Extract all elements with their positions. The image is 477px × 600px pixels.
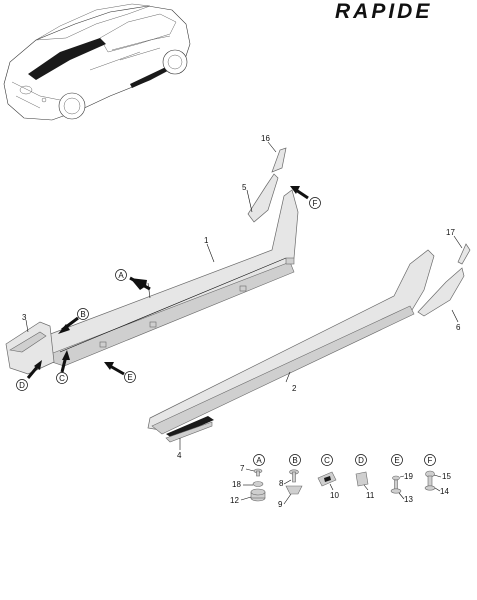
svg-text:19: 19 [404, 472, 413, 481]
svg-text:B: B [80, 310, 85, 319]
svg-text:4: 4 [177, 451, 182, 460]
svg-text:C: C [59, 374, 65, 383]
svg-text:F: F [313, 199, 318, 208]
car-thumbnail [3, 3, 191, 121]
svg-text:B: B [292, 456, 297, 465]
callout-arrow-a: A [115, 269, 151, 291]
svg-text:17: 17 [446, 228, 455, 237]
svg-text:F: F [428, 456, 433, 465]
svg-text:2: 2 [292, 384, 297, 393]
svg-text:16: 16 [261, 134, 270, 143]
svg-text:11: 11 [366, 491, 375, 500]
callout-arrow-c: C [56, 350, 70, 384]
svg-text:9: 9 [278, 500, 283, 509]
hardware-legend: A 7 18 12 B 8 9 [230, 454, 451, 509]
hardware-column-f: F 15 14 [424, 454, 451, 496]
callout-arrow-e: E [104, 362, 136, 383]
svg-text:A: A [256, 456, 262, 465]
svg-text:A: A [118, 271, 124, 280]
svg-text:14: 14 [440, 487, 449, 496]
svg-text:10: 10 [330, 491, 339, 500]
callout-arrow-f: F [290, 186, 321, 209]
rear-piece-6 [417, 267, 465, 317]
svg-text:18: 18 [232, 480, 241, 489]
svg-text:D: D [358, 456, 364, 465]
end-cap-3 [5, 321, 55, 375]
leader-lines [25, 141, 463, 450]
bracket-5 [247, 173, 279, 223]
svg-text:3: 3 [22, 313, 27, 322]
svg-text:C: C [324, 456, 330, 465]
svg-text:6: 6 [456, 323, 461, 332]
svg-text:E: E [127, 373, 132, 382]
hardware-column-d: D 11 [355, 454, 375, 500]
hardware-column-a: A 7 18 12 [230, 454, 266, 505]
callout-arrow-d: D [16, 360, 42, 391]
sill-cover-2 [147, 249, 435, 435]
svg-text:E: E [394, 456, 399, 465]
part-number-labels: 1 2 3 4 5 6 16 17 [22, 134, 461, 460]
svg-text:15: 15 [442, 472, 451, 481]
callout-arrow-b: B [58, 308, 89, 334]
svg-text:5: 5 [242, 183, 247, 192]
hardware-column-b: B 8 9 [278, 454, 303, 509]
trim-strip-4 [165, 416, 214, 443]
clip-17 [457, 243, 471, 265]
svg-text:12: 12 [230, 496, 239, 505]
svg-text:8: 8 [279, 479, 284, 488]
clip-16 [271, 147, 287, 173]
svg-text:1: 1 [204, 236, 209, 245]
hardware-column-c: C 10 [317, 454, 339, 500]
svg-text:D: D [19, 381, 25, 390]
brand-title: RAPIDE [335, 0, 432, 23]
svg-text:13: 13 [404, 495, 413, 504]
hardware-column-e: E 19 13 [390, 454, 413, 504]
svg-text:7: 7 [240, 464, 245, 473]
